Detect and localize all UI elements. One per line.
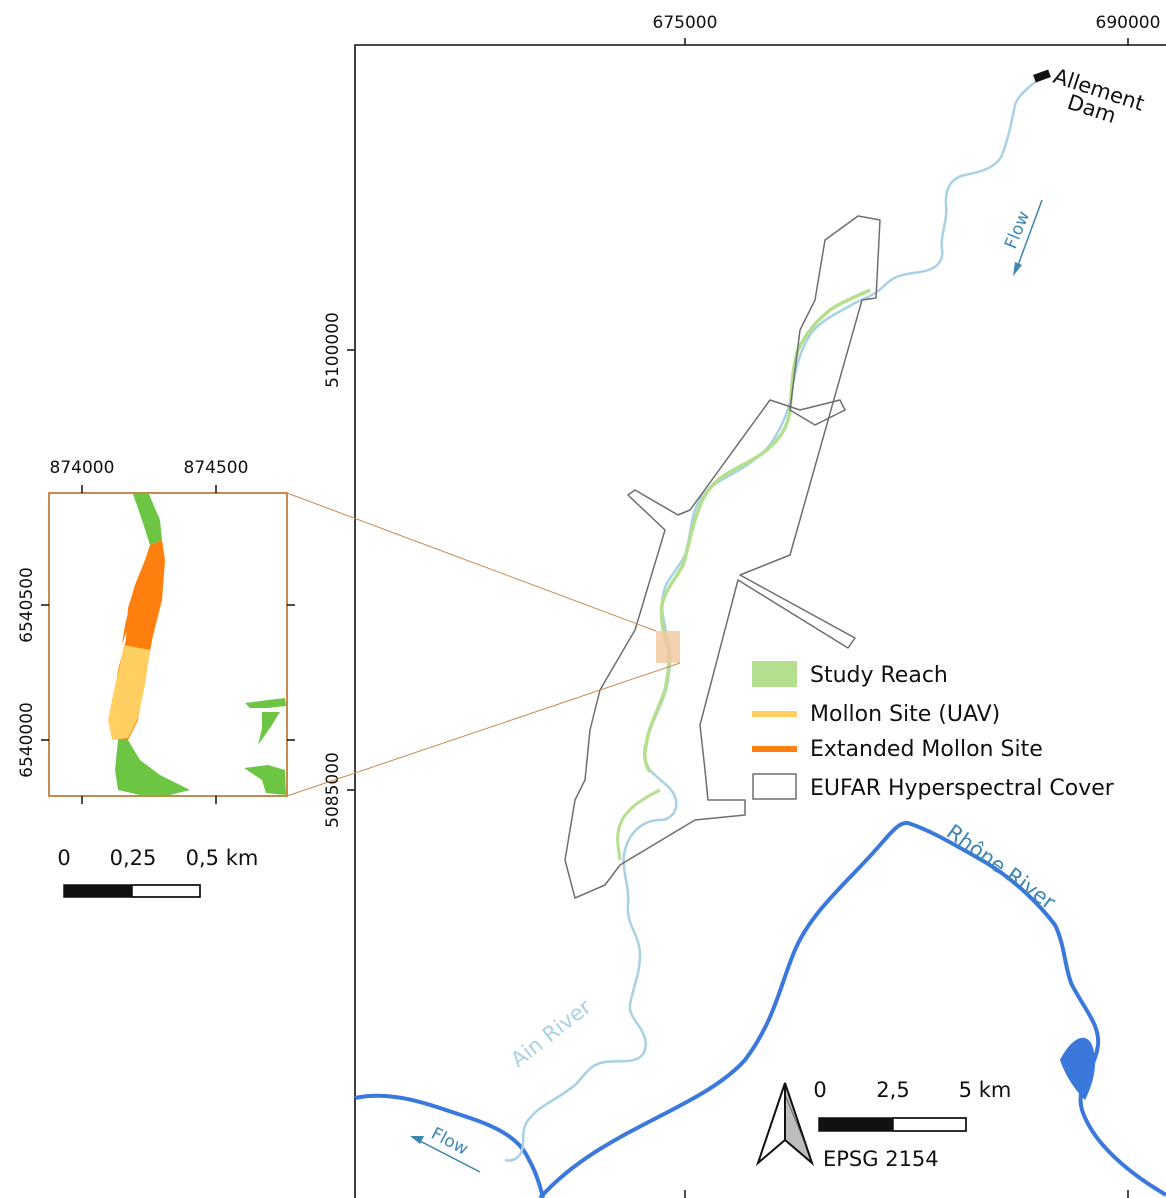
inset-y-tick-label-6540000: 6540000 <box>17 702 37 778</box>
inset-connector-top <box>286 492 657 632</box>
flow-arrowhead-ne <box>1013 262 1022 276</box>
legend-label-mollon-site: Mollon Site (UAV) <box>810 702 1000 727</box>
main-scale-label-mid: 2,5 <box>876 1078 909 1102</box>
eufar-cover-outline <box>564 215 881 899</box>
inset-connector-bottom <box>286 662 681 797</box>
legend-swatch-study-reach <box>752 661 797 687</box>
inset-x-tick-label-874000: 874000 <box>50 458 115 478</box>
legend-label-study-reach: Study Reach <box>810 663 948 688</box>
legend-swatch-mollon-site <box>752 711 797 717</box>
inset-side-channel-2 <box>258 712 280 745</box>
rhone-river <box>538 820 1166 1198</box>
inset-map: 874000 874500 6540500 6540000 0 0,25 0,5… <box>17 458 295 898</box>
main-scale-bar <box>818 1117 967 1132</box>
x-tick-label-690000: 690000 <box>1096 13 1161 33</box>
legend: Study Reach Mollon Site (UAV) Extanded M… <box>752 661 1115 801</box>
inset-side-channel-3 <box>244 765 286 795</box>
north-arrow-icon <box>755 1082 815 1167</box>
allement-dam-marker <box>1033 69 1051 83</box>
inset-frame <box>48 492 288 797</box>
rhone-river-west <box>354 1093 545 1198</box>
y-tick-label-5085000: 5085000 <box>323 752 343 828</box>
flow-label-ne: Flow <box>1001 208 1034 252</box>
inset-scale-label-mid: 0,25 <box>110 846 157 870</box>
study-reach-south <box>616 788 661 861</box>
flow-arrow-line-sw <box>417 1139 481 1173</box>
main-map-frame <box>354 44 1166 1198</box>
legend-swatch-eufar-cover <box>752 773 797 800</box>
inset-study-reach-north <box>133 494 162 545</box>
inset-scale-label-end: 0,5 km <box>186 846 259 870</box>
y-tick-label-5100000: 5100000 <box>323 312 343 388</box>
inset-scale-bar <box>63 884 201 898</box>
x-tick-label-675000: 675000 <box>653 13 718 33</box>
legend-label-extended-site: Extanded Mollon Site <box>810 737 1043 762</box>
main-scale-label-0: 0 <box>813 1078 826 1102</box>
flow-arrow-line-ne <box>1016 199 1043 269</box>
study-reach <box>643 288 871 773</box>
main-scale-label-end: 5 km <box>959 1078 1012 1102</box>
inset-extended-site-bar <box>122 605 130 645</box>
legend-label-eufar-cover: EUFAR Hyperspectral Cover <box>810 776 1115 801</box>
inset-location-box <box>656 631 680 663</box>
flow-label-sw: Flow <box>428 1124 472 1160</box>
ain-river-label: Ain River <box>506 995 596 1072</box>
inset-side-channel-1 <box>245 698 286 708</box>
inset-mollon-site <box>108 645 150 740</box>
main-map: 675000 690000 5100000 5085000 Allement D… <box>323 13 1166 1198</box>
crs-label: EPSG 2154 <box>823 1147 939 1171</box>
ain-river <box>504 77 1041 1162</box>
rhone-river-widening <box>1060 1037 1096 1100</box>
flow-arrowhead-sw <box>410 1136 424 1144</box>
legend-swatch-extended-site <box>752 746 797 752</box>
inset-study-reach-south <box>115 740 190 795</box>
rhone-river-label: Rhône River <box>942 820 1060 915</box>
inset-x-tick-label-874500: 874500 <box>184 458 249 478</box>
inset-scale-label-0: 0 <box>57 846 70 870</box>
inset-y-tick-label-6540500: 6540500 <box>17 567 37 643</box>
